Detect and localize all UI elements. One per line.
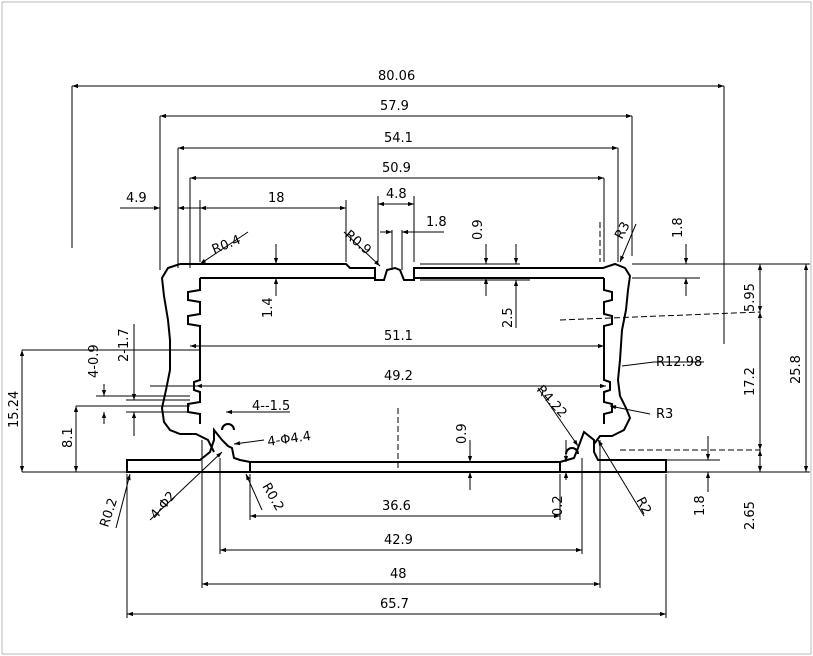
dim-2-5: 2.5: [501, 307, 516, 328]
dim-51-1: 51.1: [384, 329, 413, 344]
dim-48: 48: [390, 567, 407, 582]
dim-49-2: 49.2: [384, 369, 413, 384]
dim-0-2: 0.2: [551, 495, 566, 516]
dim-R3-top: R3: [612, 220, 633, 242]
dim-1-8-bottom: 1.8: [693, 495, 708, 516]
dim-4-9: 4.9: [126, 191, 147, 206]
dim-4-8: 4.8: [386, 187, 407, 202]
dim-2-65: 2.65: [743, 501, 758, 530]
dim-R4-22: R4.22: [533, 383, 570, 421]
dimension-lines: [19, 83, 810, 618]
dim-8-1: 8.1: [61, 427, 76, 448]
dim-2-1-7: 2-1.7: [117, 328, 132, 362]
dim-R2: R2: [632, 495, 653, 517]
dim-4-phi2: 4-Φ2: [148, 489, 180, 523]
dim-0-9-bottom: 0.9: [455, 423, 470, 444]
dim-54-1: 54.1: [384, 131, 413, 146]
dimension-labels: 80.06 57.9 54.1 50.9 4.9 18 4.8 1.8 0.9 …: [7, 69, 804, 612]
dim-4-1-5: 4--1.5: [252, 399, 290, 414]
dim-0-9-top: 0.9: [471, 219, 486, 240]
dim-R0-2-mid: R0.2: [259, 481, 287, 514]
dim-57-9: 57.9: [380, 99, 409, 114]
dim-15-24: 15.24: [7, 391, 22, 428]
center-lines: [397, 222, 761, 468]
dim-4-0-9: 4-0.9: [87, 344, 102, 378]
dim-36-6: 36.6: [382, 499, 411, 514]
dim-1-8-top: 1.8: [426, 215, 447, 230]
dim-25-8: 25.8: [789, 355, 804, 384]
dim-4-phi4-4: 4-Φ4.4: [266, 429, 312, 450]
dim-65-7: 65.7: [380, 597, 409, 612]
dim-1-4: 1.4: [261, 297, 276, 318]
dim-17-2: 17.2: [743, 367, 758, 396]
dim-R3-right: R3: [656, 407, 673, 422]
dim-5-95: 5.95: [743, 283, 758, 312]
dim-42-9: 42.9: [384, 533, 413, 548]
dim-1-8-right: 1.8: [671, 217, 686, 238]
dim-50-9: 50.9: [382, 161, 411, 176]
dim-R12-98: R12.98: [656, 355, 702, 370]
dim-R0-4: R0.4: [210, 233, 243, 258]
dim-18: 18: [268, 191, 285, 206]
profile-outline: [126, 262, 667, 473]
dim-80-06: 80.06: [378, 69, 415, 84]
